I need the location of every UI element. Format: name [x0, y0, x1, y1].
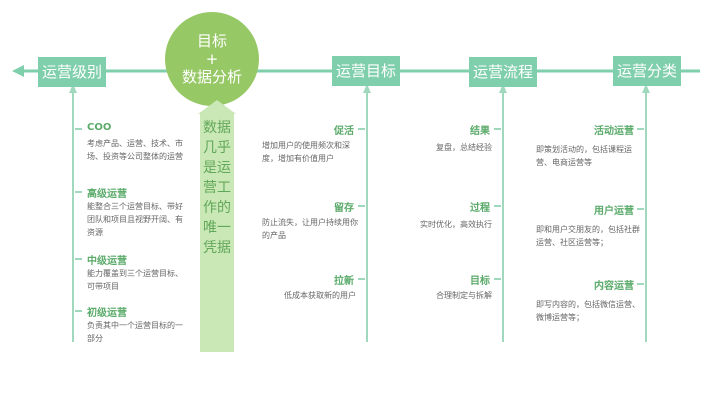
- category-title-user: 用户运营: [594, 206, 634, 217]
- goal-tick: [358, 128, 365, 130]
- center-circle: 目标 + 数据分析: [165, 12, 259, 106]
- category-tick: [637, 128, 644, 130]
- level-desc-senior: 能整合三个运营目标、带好团队和项目且视野开阔、有资源: [87, 202, 183, 237]
- category-tick: [637, 208, 644, 210]
- level-tick: [75, 128, 82, 130]
- category-desc-user: 即和用户交朋友的，包括社群运营、社区运营等；: [536, 225, 640, 247]
- goal-header: 运营目标: [332, 56, 400, 86]
- process-tick: [494, 278, 501, 280]
- vertical-caption: 数据几乎是运营工作的唯一凭据: [203, 120, 231, 256]
- level-tick: [75, 310, 82, 312]
- level-header: 运营级别: [38, 57, 106, 87]
- category-title-content: 内容运营: [594, 281, 634, 292]
- level-desc-junior: 负责其中一个运营目标的一部分: [87, 321, 183, 343]
- level-desc-coo: 考虑产品、运营、技术、市场、投资等公司整体的运营: [87, 139, 183, 161]
- category-header: 运营分类: [613, 56, 681, 86]
- process-desc-goal: 合理制定与拆解: [436, 291, 492, 300]
- up-arrow-head: [198, 100, 236, 114]
- goal-title-acquisition: 拉新: [334, 276, 354, 287]
- process-axis-arrow: [499, 84, 507, 93]
- goal-desc-retention: 防止流失，让用户持续用你的产品: [262, 218, 358, 240]
- process-title-result: 结果: [470, 126, 490, 137]
- process-tick: [494, 128, 501, 130]
- up-arrow-body: [200, 112, 234, 352]
- level-desc-mid: 能力覆盖到三个运营目标、可带项目: [87, 269, 183, 291]
- category-desc-activity: 即策划活动的，包括课程运营、电商运营等: [536, 145, 632, 167]
- process-header: 运营流程: [469, 57, 537, 87]
- level-title-coo: COO: [87, 122, 112, 133]
- process-tick: [494, 205, 501, 207]
- level-title-senior: 高级运营: [87, 189, 127, 200]
- center-plus: +: [205, 50, 219, 68]
- category-title-activity: 活动运营: [594, 126, 634, 137]
- goal-title-retention: 留存: [334, 203, 354, 214]
- goal-axis-arrow: [363, 84, 371, 93]
- process-desc-process: 实时优化，高效执行: [420, 220, 492, 229]
- level-title-junior: 初级运营: [87, 308, 127, 319]
- center-line2: 数据分析: [181, 68, 242, 86]
- level-title-mid: 中级运营: [87, 256, 127, 267]
- category-tick: [637, 283, 644, 285]
- process-desc-result: 复盘，总结经验: [436, 143, 492, 152]
- goal-tick: [358, 205, 365, 207]
- level-tick: [75, 191, 82, 193]
- timeline-arrow-head: [12, 65, 24, 77]
- goal-title-activation: 促活: [334, 126, 354, 137]
- goal-desc-activation: 增加用户的使用频次和深度，增加有价值用户: [262, 141, 350, 163]
- category-desc-content: 即写内容的，包括微信运营、微博运营等；: [536, 300, 640, 322]
- level-axis-arrow: [69, 84, 77, 93]
- process-title-goal: 目标: [470, 276, 490, 287]
- goal-desc-acquisition: 低成本获取新的用户: [284, 291, 356, 300]
- level-tick: [75, 258, 82, 260]
- category-axis-arrow: [642, 84, 650, 93]
- process-title-process: 过程: [470, 203, 490, 214]
- goal-tick: [358, 278, 365, 280]
- center-line1: 目标: [196, 32, 227, 50]
